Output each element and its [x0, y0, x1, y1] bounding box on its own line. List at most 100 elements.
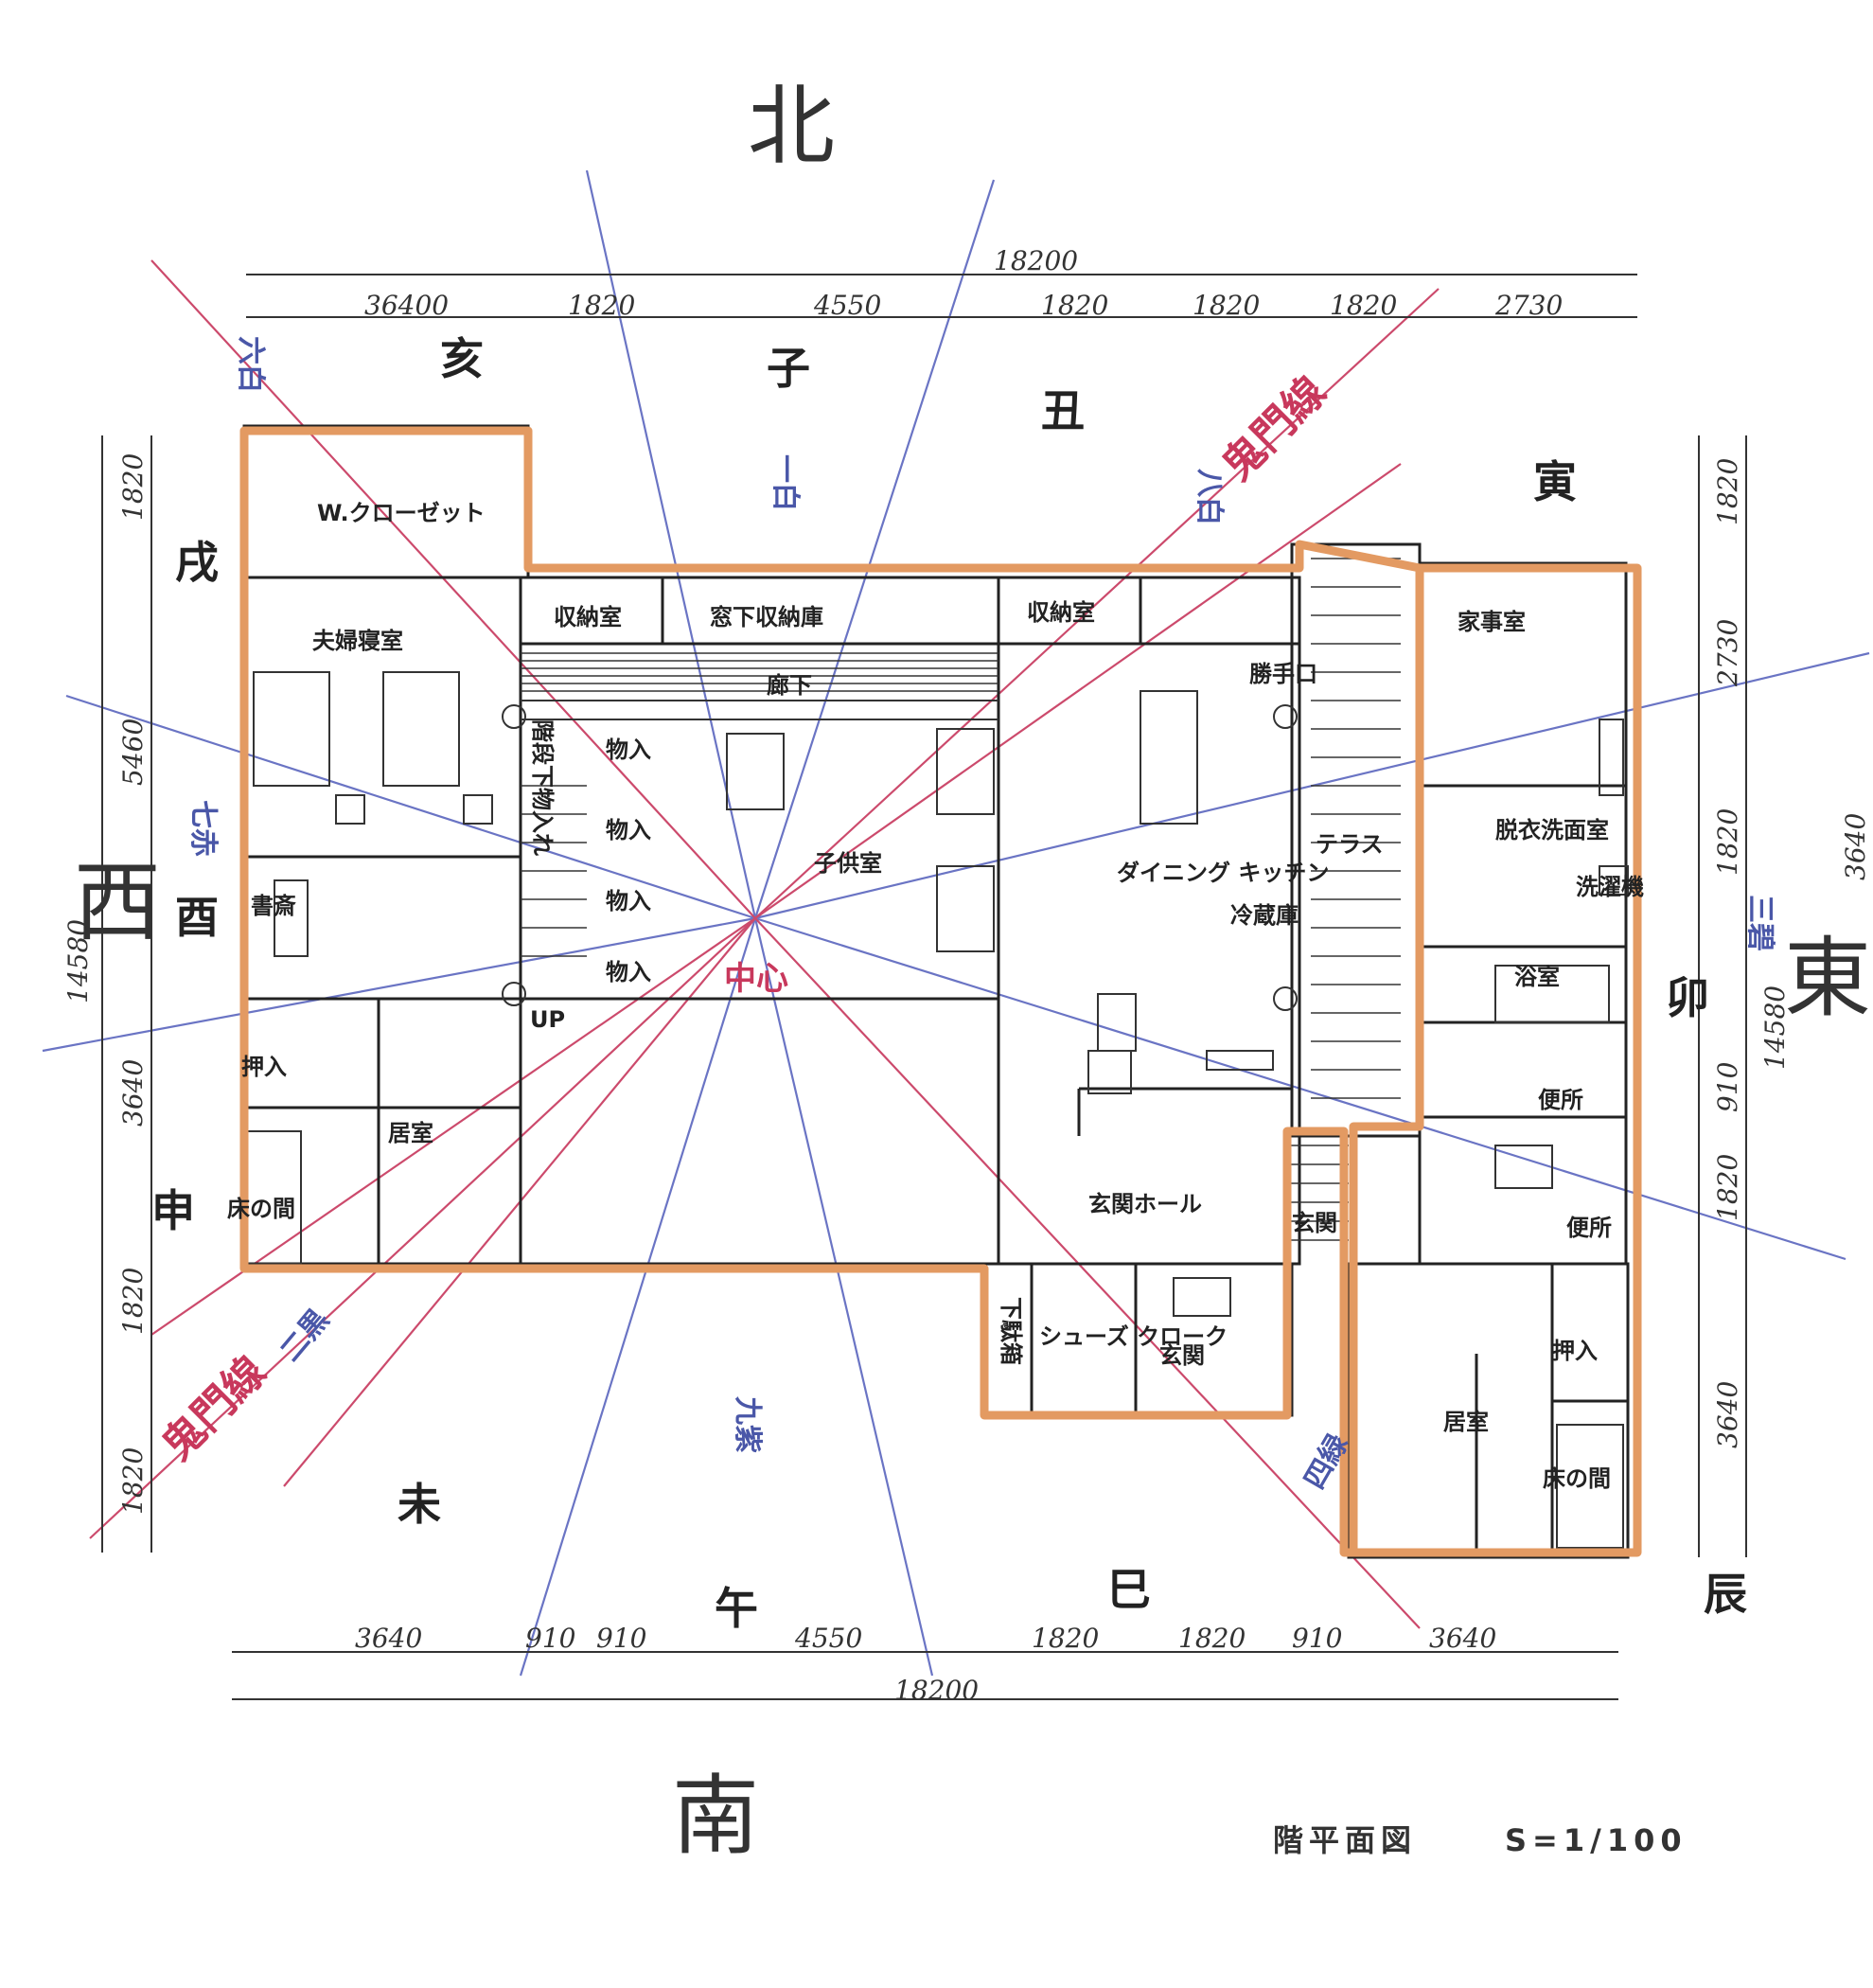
dim-top-5: 1820: [1193, 290, 1260, 321]
room-genkan: 玄関: [1159, 1342, 1205, 1369]
kimon-ne: 鬼門線: [1213, 367, 1335, 489]
dim-bottom-7: 910: [1292, 1623, 1342, 1654]
room-stairs: 階段下物入れ: [529, 719, 556, 856]
building-outline-east: [1349, 568, 1424, 1553]
room-shoe-closet: シューズ クローク: [1039, 1323, 1228, 1350]
compass-south: 南: [672, 1766, 759, 1867]
dim-right-3: 1820: [1712, 808, 1743, 876]
room-hallway: 廊下: [767, 672, 812, 699]
room-master-bed: 夫婦寝室: [312, 628, 403, 654]
zodiac-hitsuji: 未: [398, 1479, 441, 1530]
zodiac-mi: 巳: [1107, 1564, 1151, 1615]
room-tokonoma1: 床の間: [227, 1196, 295, 1222]
kimon-sw: 鬼門線: [153, 1347, 275, 1469]
dim-bottom-1: 3640: [355, 1623, 422, 1654]
dim-right-5: 1820: [1712, 1154, 1743, 1221]
dim-right-4: 910: [1712, 1062, 1743, 1112]
compass-west: 西: [74, 852, 161, 953]
zodiac-tatsu: 辰: [1704, 1569, 1747, 1620]
room-laundry: 洗濯機: [1576, 874, 1644, 900]
star-nw: 六白: [234, 336, 267, 393]
furniture: [243, 671, 1629, 1549]
zodiac-u: 卯: [1666, 972, 1709, 1023]
dim-top-7: 2730: [1494, 290, 1563, 321]
room-service-door: 勝手口: [1249, 661, 1317, 687]
dim-top-total: 18200: [994, 245, 1078, 276]
zodiac-uma: 午: [715, 1583, 758, 1634]
room-toilet2: 便所: [1566, 1215, 1612, 1241]
dim-bottom-8: 3640: [1429, 1623, 1496, 1654]
room-hall: 玄関ホール: [1088, 1191, 1202, 1217]
dim-bottom-6: 1820: [1178, 1623, 1246, 1654]
star-n: 一白: [769, 454, 802, 511]
room-living1: 居室: [388, 1120, 433, 1146]
room-kids: 子供室: [814, 850, 882, 877]
room-storage2: 収納室: [1027, 599, 1095, 626]
room-oshiire1: 押入: [241, 1054, 287, 1080]
room-terrace: テラス: [1316, 831, 1384, 858]
dim-left-4: 1820: [117, 1268, 149, 1335]
room-living2: 居室: [1443, 1409, 1489, 1435]
dim-bottom-5: 1820: [1032, 1623, 1099, 1654]
room-changing: 脱衣洗面室: [1495, 817, 1609, 843]
dim-bottom-4: 4550: [794, 1623, 862, 1654]
zodiac-tora: 寅: [1533, 456, 1577, 507]
building-outline: [239, 426, 1642, 1557]
dim-right-outer: 3640: [1840, 813, 1871, 880]
compass-north: 北: [748, 76, 835, 177]
stairs-hatching: [521, 558, 1401, 1241]
dim-top-3: 4550: [813, 290, 881, 321]
room-up: UP: [530, 1006, 565, 1033]
star-e: 三碧: [1743, 895, 1776, 951]
dim-left-total: 14580: [62, 919, 94, 1003]
center-label: 中心: [724, 960, 788, 998]
room-tokonoma2: 床の間: [1543, 1465, 1611, 1492]
room-toilet1: 便所: [1538, 1087, 1583, 1113]
room-oshiire2: 押入: [1552, 1338, 1598, 1364]
room-closet1: 物入: [606, 737, 651, 763]
door-markers: [502, 704, 1298, 1011]
room-housework: 家事室: [1458, 609, 1526, 635]
zodiac-saru: 申: [151, 1185, 195, 1236]
zodiac-ne: 子: [767, 343, 810, 394]
direction-rays: [42, 169, 1870, 1677]
dim-top-4: 1820: [1041, 290, 1108, 321]
room-entrance-step: 玄関: [1292, 1210, 1337, 1236]
dim-right-6: 3640: [1712, 1381, 1743, 1448]
room-window-storage: 窓下収納庫: [710, 604, 823, 630]
dim-right-2: 2730: [1712, 619, 1743, 687]
star-s: 九紫: [731, 1396, 764, 1453]
star-ne: 八白: [1193, 469, 1226, 525]
zodiac-inu: 戌: [175, 537, 219, 588]
room-bath: 浴室: [1514, 964, 1560, 990]
dim-bottom-total: 18200: [894, 1675, 979, 1706]
dim-left-3: 3640: [117, 1059, 149, 1127]
room-w-closet: W.クローゼット: [317, 500, 486, 526]
zodiac-ushi: 丑: [1041, 385, 1085, 436]
room-fridge: 冷蔵庫: [1230, 902, 1299, 929]
dim-right-1: 1820: [1712, 458, 1743, 525]
zodiac-tori: 酉: [175, 892, 219, 943]
dim-bottom-2: 910: [525, 1623, 575, 1654]
star-w: 七赤: [186, 800, 220, 857]
room-shoe-box: 下駄箱: [998, 1297, 1024, 1365]
dim-left-5: 1820: [117, 1447, 149, 1515]
dim-left-2: 5460: [117, 719, 149, 786]
room-dining: ダイニング キッチン: [1117, 860, 1329, 886]
dim-right-total: 14580: [1759, 985, 1791, 1070]
plan-title: 階平面図: [1273, 1822, 1417, 1858]
room-study: 書斎: [251, 893, 296, 919]
zodiac-i: 亥: [440, 333, 484, 384]
dim-top-2: 1820: [568, 290, 635, 321]
dim-bottom-3: 910: [596, 1623, 646, 1654]
room-storage1: 収納室: [554, 604, 622, 630]
room-closet3: 物入: [606, 888, 651, 914]
dim-top-6: 1820: [1330, 290, 1397, 321]
dim-left-1: 1820: [117, 453, 149, 521]
dim-top-1: 36400: [364, 290, 449, 321]
dimension-lines: [101, 274, 1747, 1700]
compass-east: 東: [1784, 928, 1871, 1029]
plan-scale: S=1/100: [1505, 1822, 1687, 1858]
room-closet2: 物入: [606, 817, 651, 843]
